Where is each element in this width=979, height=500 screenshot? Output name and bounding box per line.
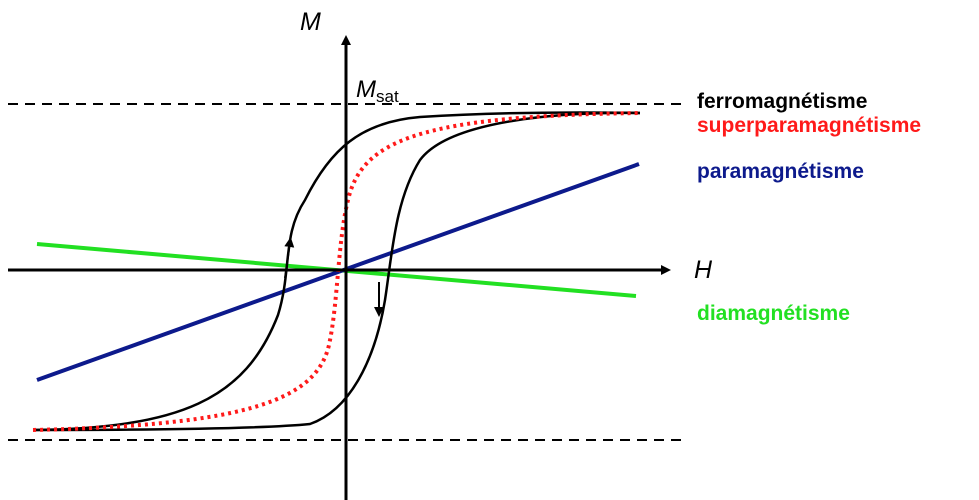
legend-paramagnetism: paramagnétisme: [697, 160, 864, 183]
saturation-label: Msat: [356, 76, 399, 107]
saturation-label-symbol: M: [356, 76, 376, 103]
legend-superparamagnetism: superparamagnétisme: [697, 114, 922, 137]
m-axis-label: M: [300, 8, 321, 36]
ferro-arrow-up: [284, 237, 295, 279]
para-curve: [36, 162, 640, 382]
h-axis-label: H: [694, 256, 713, 284]
ferro-loop-lower: [32, 111, 641, 432]
legend-diamagnetism: diamagnétisme: [697, 302, 850, 325]
legend-ferromagnetism: ferromagnétisme: [697, 90, 868, 113]
saturation-label-subscript: sat: [376, 87, 399, 106]
ferro-loop-upper: [32, 111, 641, 432]
